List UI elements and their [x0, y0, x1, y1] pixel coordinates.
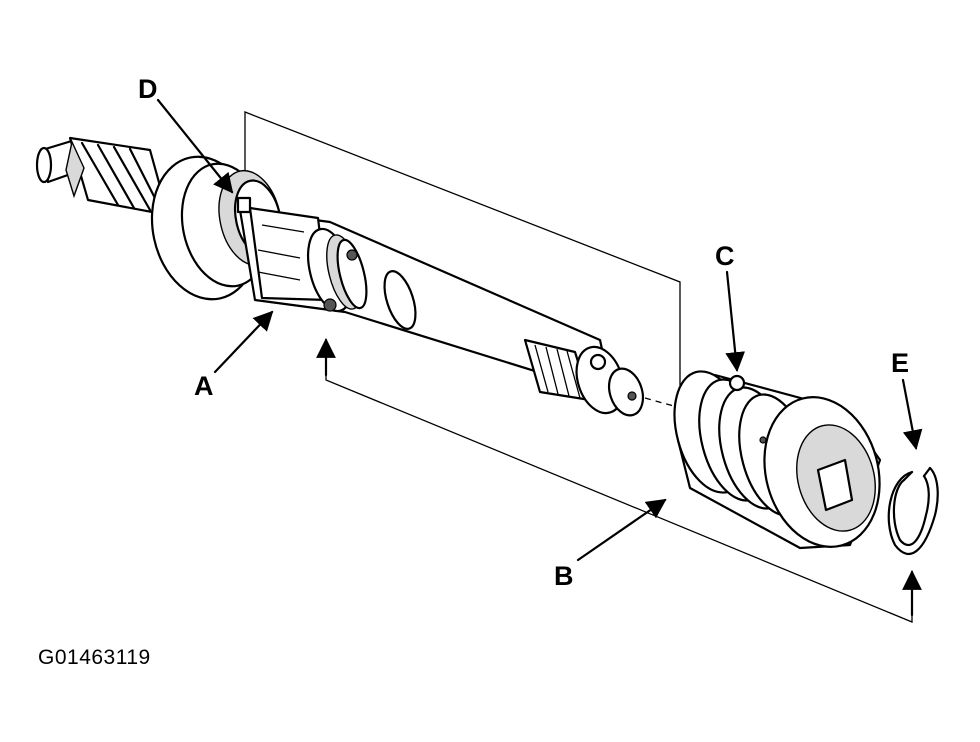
callout-b: B: [554, 561, 574, 591]
callout-c: C: [715, 241, 735, 271]
o-ring-c: [728, 374, 746, 392]
leader-b: [576, 498, 667, 562]
pinion-shaft: [35, 136, 645, 417]
callout-e: E: [891, 348, 909, 378]
leader-d: [156, 98, 234, 194]
callout-leaders: [156, 98, 923, 617]
figure-id: G01463119: [38, 646, 151, 669]
leader-a: [213, 310, 274, 374]
valve-body-b: [673, 370, 882, 550]
pin-d: [236, 196, 252, 214]
leader-e: [901, 378, 923, 450]
callout-d: D: [138, 74, 158, 104]
leader-c: [725, 270, 746, 372]
callout-a: A: [194, 371, 214, 401]
snap-ring-e: [887, 466, 939, 556]
